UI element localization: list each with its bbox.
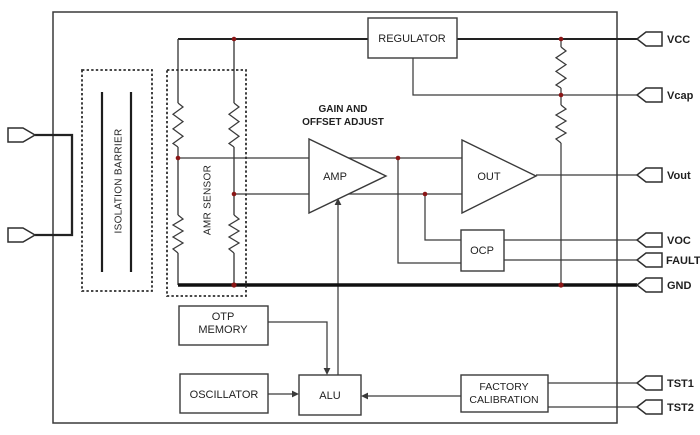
resistor-bridge-right-top (227, 102, 241, 148)
junction-dot (231, 191, 237, 197)
voc-pin (635, 232, 663, 248)
arrow-into-alu-left (292, 390, 299, 398)
resistor-divider-bottom (554, 104, 568, 144)
arrowheads (292, 198, 368, 400)
primary-pins (7, 127, 37, 243)
isolation-barrier-box (81, 69, 153, 292)
vcc-pin (635, 31, 663, 47)
primary-pin-top (7, 127, 37, 143)
resistors (171, 46, 568, 254)
amr-sensor-box (166, 69, 247, 297)
factory-calibration-label-line1: FACTORY (479, 381, 528, 393)
resistor-bridge-left-bottom (171, 214, 185, 254)
vcap-pin-label: Vcap (667, 90, 694, 102)
voc-pin-label: VOC (667, 235, 691, 247)
resistor-bridge-left-top (171, 102, 185, 148)
junction-dot (395, 155, 401, 161)
tst1-pin-label: TST1 (667, 378, 694, 390)
vout-pin (635, 167, 663, 183)
ocp-input-wire-1 (397, 158, 461, 264)
gain-offset-caption-line2: OFFSET ADJUST (302, 117, 384, 128)
wires (35, 37, 637, 408)
out-triangle (461, 138, 538, 215)
chip-outline (52, 11, 618, 424)
fault-pin (635, 252, 663, 268)
fault-pin-label: FAULT (666, 255, 700, 267)
amp-triangle (308, 137, 388, 215)
oscillator-box (179, 373, 269, 414)
junction-dot (422, 191, 428, 197)
isolation-barrier (81, 69, 153, 292)
junction-dot (231, 282, 237, 288)
regulator-label: REGULATOR (378, 33, 445, 45)
right-pins: VCC Vcap Vout VOC FAULT GND TST1 TST2 (635, 31, 700, 415)
junction-dots (175, 36, 564, 288)
junction-dot (558, 92, 564, 98)
otp-memory-box (178, 305, 269, 346)
arrow-into-amp (334, 198, 342, 205)
arrow-into-alu-top (323, 368, 331, 375)
vout-pin-label: Vout (667, 170, 691, 182)
tst2-pin-label: TST2 (667, 402, 694, 414)
alu-box (298, 374, 362, 416)
junction-dot (558, 36, 564, 42)
tst2-pin (635, 399, 663, 415)
tst1-pin (635, 375, 663, 391)
gain-offset-caption-line1: GAIN AND (318, 104, 367, 115)
factory-calibration-label-line2: CALIBRATION (469, 394, 538, 406)
arrow-into-alu-right (361, 392, 368, 400)
junction-dot (175, 155, 181, 161)
primary-pin-bottom (7, 227, 37, 243)
resistor-bridge-right-bottom (227, 214, 241, 254)
junction-dot (558, 282, 564, 288)
amp-label: AMP (323, 171, 347, 183)
vcc-pin-label: VCC (667, 34, 690, 46)
vcap-pin (635, 87, 663, 103)
otp-to-alu-wire (268, 321, 328, 369)
ocp-input-wire-2 (424, 194, 461, 241)
otp-memory-label-line1: OTP (212, 311, 235, 323)
out-label: OUT (477, 171, 501, 183)
alu-label: ALU (319, 390, 340, 402)
otp-memory-label-line2: MEMORY (198, 324, 248, 336)
ocp-label: OCP (470, 245, 494, 257)
vcap-wire (412, 58, 637, 96)
oscillator-label: OSCILLATOR (190, 389, 259, 401)
junction-dot (231, 36, 237, 42)
isolation-barrier-label: ISOLATION BARRIER (114, 129, 125, 234)
ocp-box (460, 229, 505, 272)
factory-calibration-box (460, 374, 549, 413)
resistor-divider-top (554, 46, 568, 89)
bridge-wires (177, 39, 235, 285)
gnd-pin-label: GND (667, 280, 692, 292)
amr-sensor-label: AMR SENSOR (203, 165, 214, 235)
regulator-box (367, 17, 458, 59)
primary-loop-wire (35, 133, 74, 237)
gnd-pin (635, 277, 663, 293)
